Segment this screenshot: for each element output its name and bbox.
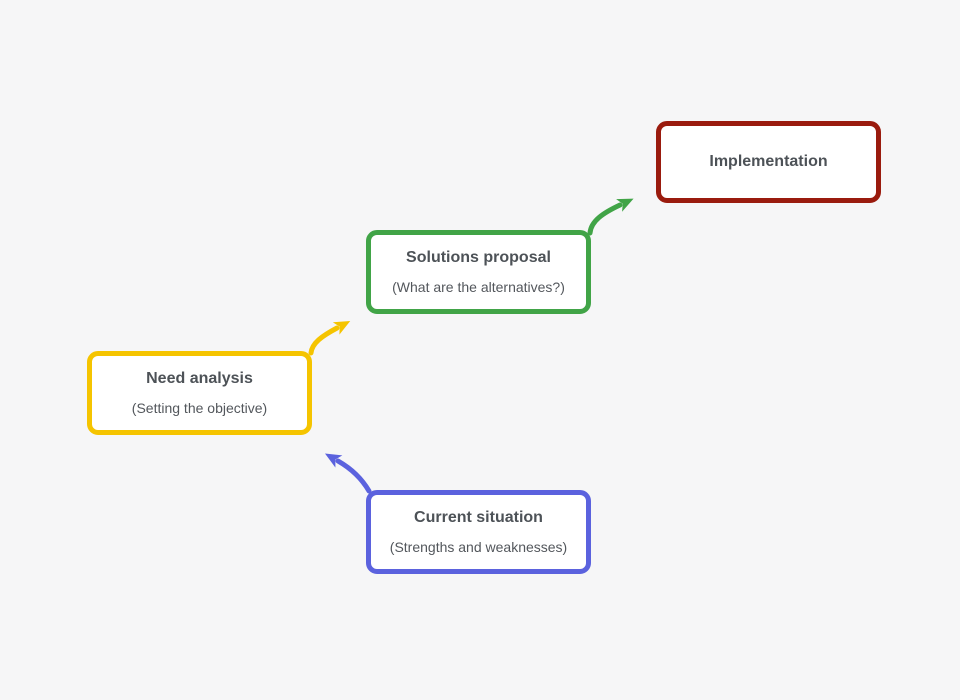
- node-solutions-proposal[interactable]: Solutions proposal (What are the alterna…: [366, 230, 591, 314]
- node-title: Implementation: [709, 152, 828, 170]
- node-title: Current situation: [414, 509, 543, 527]
- node-subtitle: (Setting the objective): [131, 399, 268, 416]
- node-need-analysis[interactable]: Need analysis (Setting the objective): [87, 351, 312, 435]
- node-subtitle: (Strengths and weaknesses): [389, 538, 568, 555]
- node-current-situation[interactable]: Current situation (Strengths and weaknes…: [366, 490, 591, 574]
- arrow-need-to-solutions: [308, 320, 351, 356]
- node-title: Need analysis: [146, 370, 253, 388]
- arrow-solutions-to-implementation: [587, 198, 634, 236]
- arrow-current-to-need: [324, 453, 372, 494]
- node-title: Solutions proposal: [406, 249, 551, 267]
- node-subtitle: (What are the alternatives?): [392, 278, 565, 295]
- node-implementation[interactable]: Implementation: [656, 121, 881, 203]
